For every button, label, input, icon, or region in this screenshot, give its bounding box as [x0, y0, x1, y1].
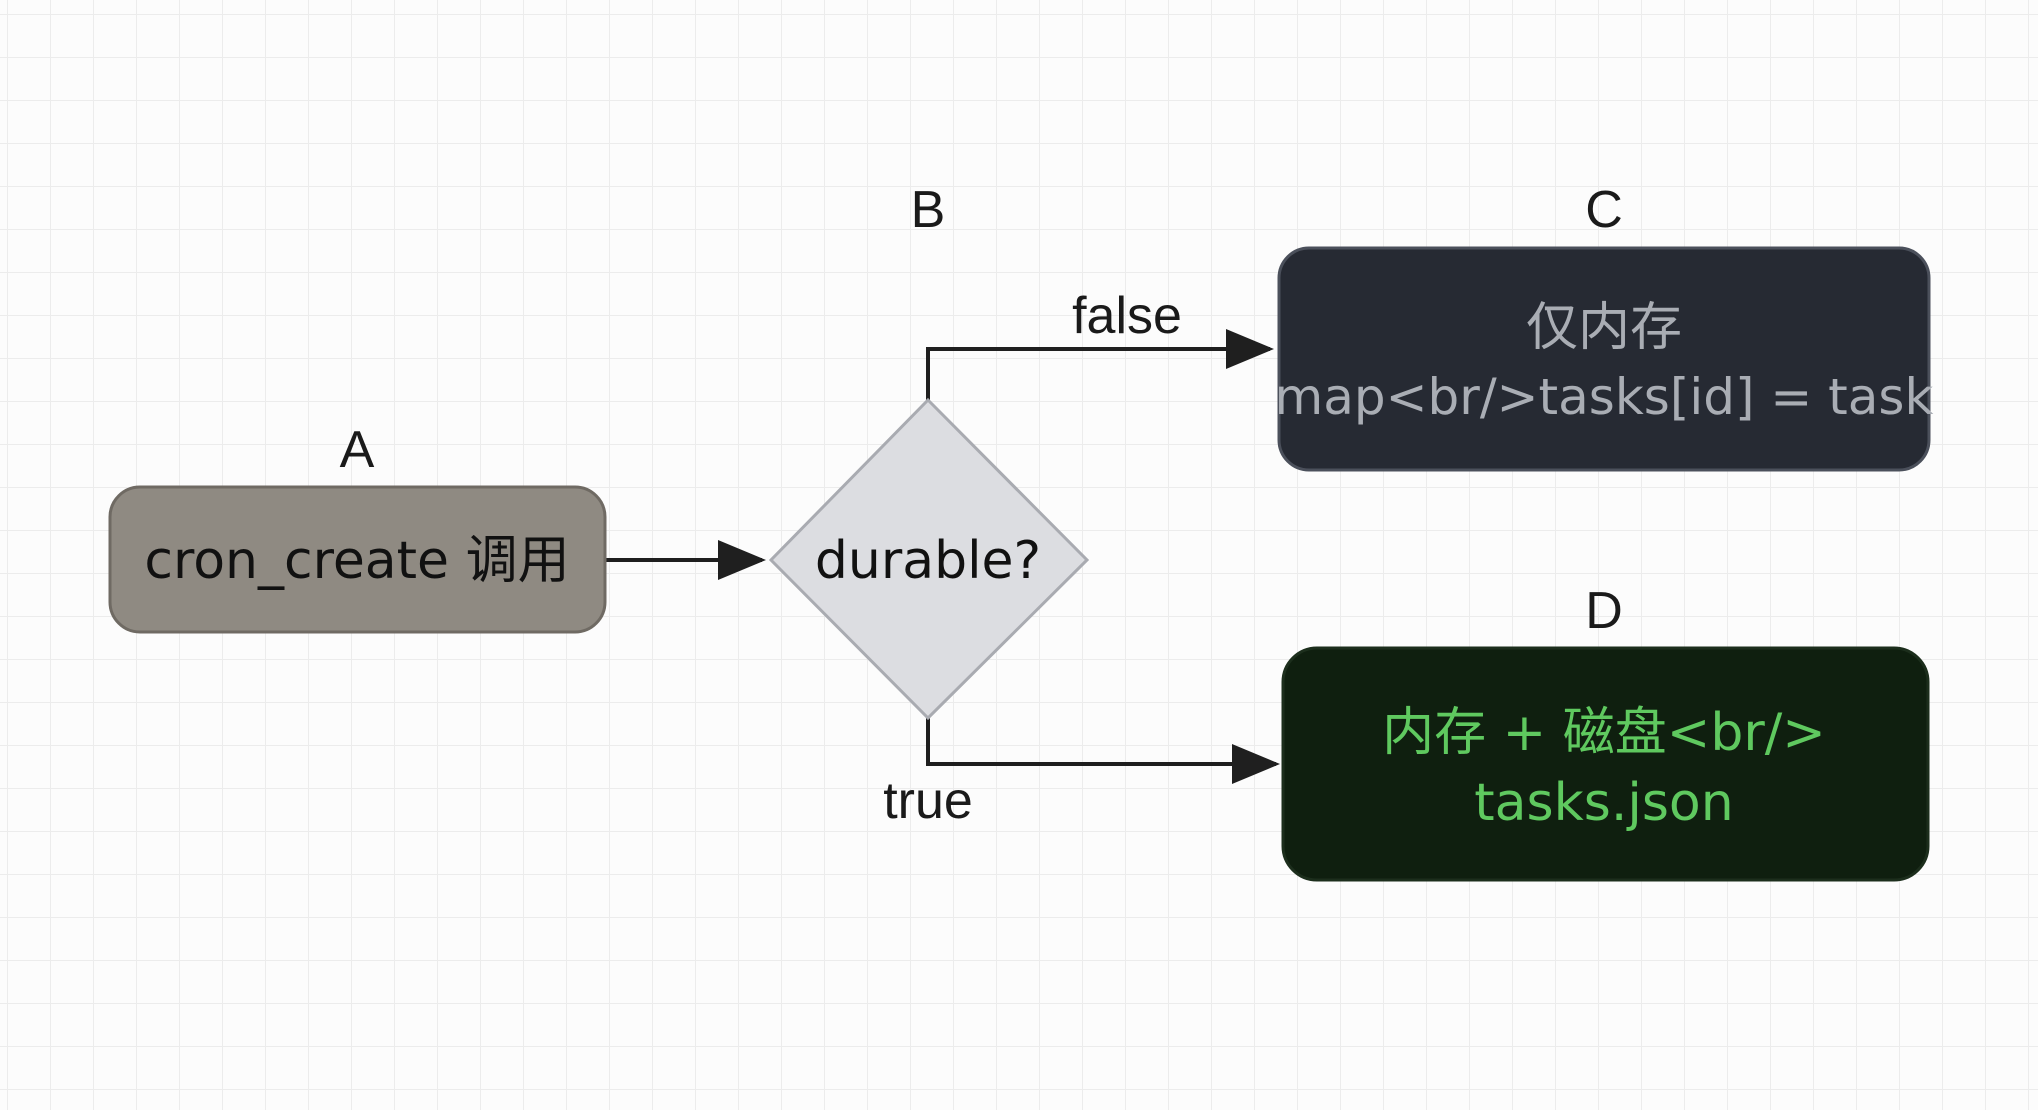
- node-a[interactable]: A cron_create 调用: [108, 421, 607, 634]
- edge-b-to-c: [926, 329, 1274, 400]
- node-b[interactable]: B durable?: [768, 181, 1090, 721]
- node-c[interactable]: C 仅内存 map<br/>tasks[id] = task: [1275, 181, 1934, 472]
- node-b-diamond: [768, 397, 1090, 721]
- edge-label-false: false: [1072, 287, 1182, 345]
- node-b-id: B: [911, 181, 946, 239]
- node-c-line1: 仅内存: [1526, 298, 1682, 358]
- node-d-line2: tasks.json: [1474, 773, 1733, 833]
- node-c-box: [1277, 246, 1931, 472]
- node-c-id: C: [1585, 181, 1623, 239]
- node-d-id: D: [1585, 582, 1623, 640]
- node-b-label: durable?: [815, 531, 1041, 591]
- node-d[interactable]: D 内存 + 磁盘<br/> tasks.json: [1281, 582, 1930, 882]
- edge-label-true: true: [883, 772, 973, 830]
- node-a-box: [108, 485, 607, 634]
- node-c-line2: map<br/>tasks[id] = task: [1275, 368, 1934, 426]
- node-d-line1: 内存 + 磁盘<br/>: [1382, 703, 1826, 763]
- edges: false true: [606, 287, 1280, 830]
- node-d-box: [1281, 646, 1930, 882]
- edge-b-to-d: [926, 718, 1280, 784]
- node-a-label: cron_create 调用: [144, 531, 569, 591]
- node-a-id: A: [340, 421, 375, 479]
